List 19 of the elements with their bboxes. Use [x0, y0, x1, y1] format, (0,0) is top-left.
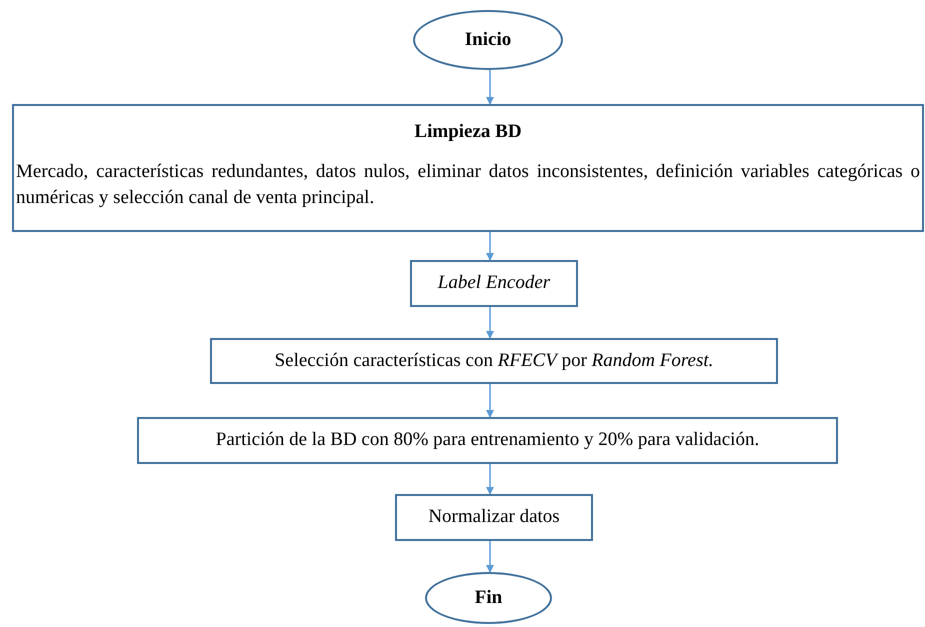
- arrow: [486, 541, 494, 573]
- arrow: [486, 384, 494, 418]
- process-label: Partición de la BD con 80% para entrenamiento y 20% para validación.: [216, 428, 760, 452]
- arrow: [486, 307, 494, 339]
- process-box: [210, 338, 778, 384]
- terminal-label: Inicio: [464, 28, 512, 52]
- arrow: [486, 232, 494, 261]
- process-label: Normalizar datos: [428, 505, 560, 530]
- process-box: [12, 104, 924, 232]
- process-label: Selección características con RFECV por Random Forest.: [274, 348, 714, 373]
- process-box: [137, 417, 838, 464]
- process-label: Label Encoder: [438, 271, 550, 296]
- process-box: [410, 260, 578, 307]
- arrow: [486, 464, 494, 495]
- arrow: [486, 70, 494, 105]
- terminal-label: Fin: [474, 586, 502, 610]
- box-description: Mercado, características redundantes, datos nulos, eliminar datos inconsistentes, definición variables categóricas o numéricas y selección canal de venta principal.: [16, 160, 920, 210]
- process-box: [395, 494, 593, 541]
- box-heading: Limpieza BD: [414, 120, 522, 144]
